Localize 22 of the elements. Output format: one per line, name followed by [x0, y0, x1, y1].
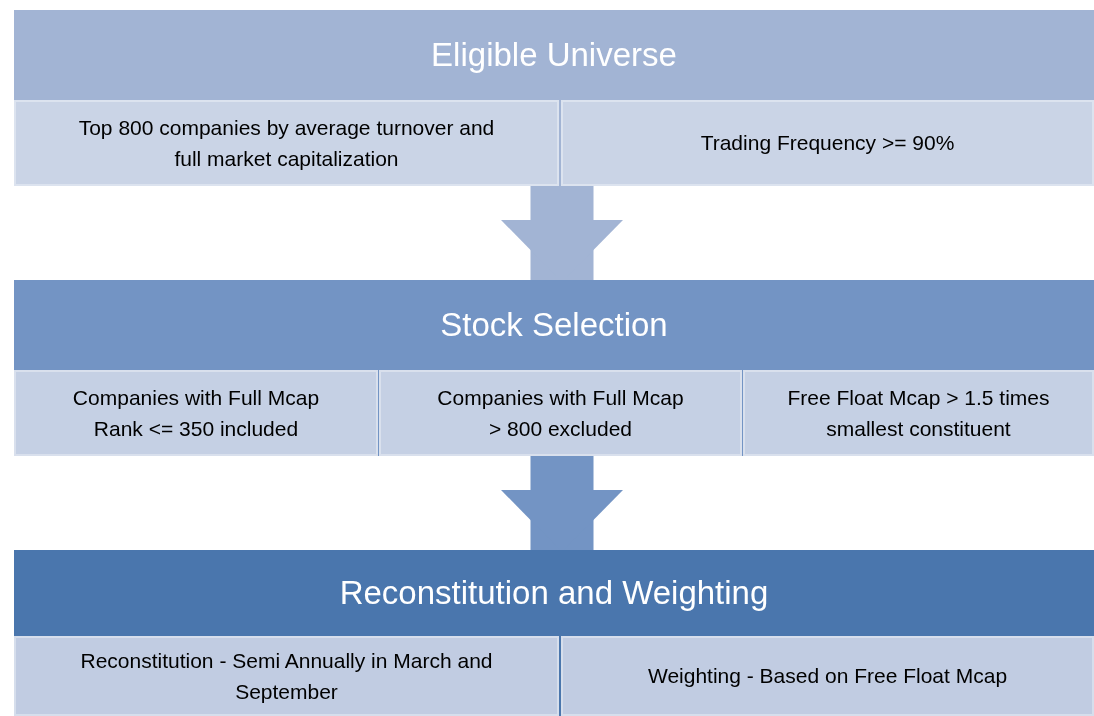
criteria-text: Companies with Full Mcap Rank <= 350 included: [71, 384, 321, 442]
criteria-box: [14, 100, 559, 186]
criteria-text: Free Float Mcap > 1.5 times smallest constituent: [786, 384, 1051, 442]
criteria-text: Top 800 companies by average turnover and full market capitalization: [77, 114, 496, 172]
criteria-box: [379, 370, 742, 456]
stage-title: Stock Selection: [440, 306, 668, 344]
criteria-box: [14, 370, 378, 456]
stage-band: [14, 280, 1094, 456]
criteria-text: Trading Frequency >= 90%: [700, 130, 955, 157]
criteria-text: Companies with Full Mcap > 800 excluded: [436, 384, 685, 442]
criteria-box: [561, 100, 1094, 186]
stage-title: Reconstitution and Weighting: [339, 574, 769, 612]
block-arrow: [501, 186, 623, 282]
block-arrow: [501, 456, 623, 552]
criteria-box: [743, 370, 1094, 456]
criteria-text: Weighting - Based on Free Float Mcap: [647, 663, 1008, 690]
criteria-box: [14, 636, 559, 716]
stage-band: [14, 550, 1094, 716]
stage-band: [14, 10, 1094, 186]
stage-title: Eligible Universe: [431, 36, 677, 74]
criteria-text: Reconstitution - Semi Annually in March and September: [79, 647, 494, 705]
criteria-box: [561, 636, 1094, 716]
